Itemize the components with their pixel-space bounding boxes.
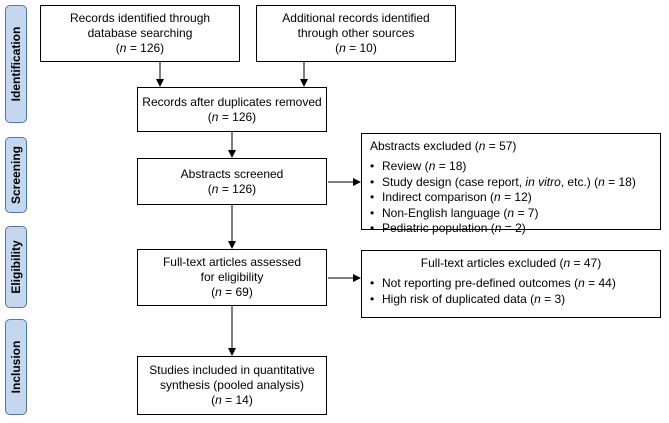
phase-screening: Screening: [5, 137, 27, 213]
box-line: Studies included in quantitative: [149, 363, 315, 377]
box-line: Records after duplicates removed: [142, 94, 322, 109]
excluded-title: Full-text articles excluded (n = 47): [420, 256, 602, 270]
exclusion-reason: Pediatric population (n = 2): [370, 221, 652, 237]
fulltext-excluded-box: Full-text articles excluded (n = 47) Not…: [361, 250, 661, 318]
phase-identification: Identification: [5, 5, 27, 123]
abstracts-excluded-box: Abstracts excluded (n = 57) Review (n = …: [361, 133, 661, 235]
exclusion-list: Not reporting pre-defined outcomes (n = …: [370, 276, 652, 307]
exclusion-reason: Non-English language (n = 7): [370, 206, 652, 222]
records-after-duplicates-box: Records after duplicates removed (n = 12…: [137, 87, 327, 132]
box-count: (n = 126): [115, 41, 165, 55]
box-line: Records identified through: [69, 11, 211, 25]
box-line: through other sources: [297, 26, 415, 40]
excluded-title: Abstracts excluded (n = 57): [370, 139, 517, 153]
exclusion-reason: Not reporting pre-defined outcomes (n = …: [370, 276, 652, 292]
fulltext-assessed-box: Full-text articles assessed for eligibil…: [137, 249, 327, 306]
box-count: (n = 126): [207, 109, 257, 124]
phase-inclusion: Inclusion: [5, 319, 27, 415]
abstracts-screened-box: Abstracts screened (n = 126): [137, 158, 327, 205]
exclusion-reason: Indirect comparison (n = 12): [370, 190, 652, 206]
records-database-box: Records identified through database sear…: [40, 5, 240, 62]
studies-included-box: Studies included in quantitative synthes…: [137, 356, 327, 415]
box-line: database searching: [87, 26, 193, 40]
exclusion-list: Review (n = 18) Study design (case repor…: [370, 159, 652, 237]
box-line: Full-text articles assessed: [162, 255, 302, 269]
box-count: (n = 69): [211, 285, 253, 299]
box-count: (n = 126): [207, 181, 257, 196]
box-line: synthesis (pooled analysis): [159, 378, 305, 392]
exclusion-reason: High risk of duplicated data (n = 3): [370, 292, 652, 308]
phase-eligibility: Eligibility: [5, 226, 27, 308]
records-other-sources-box: Additional records identified through ot…: [256, 5, 456, 62]
exclusion-reason: Review (n = 18): [370, 159, 652, 175]
box-line: Additional records identified: [282, 11, 430, 25]
box-line: for eligibility: [200, 270, 264, 284]
exclusion-reason: Study design (case report, in vitro, etc…: [370, 175, 652, 191]
box-line: Abstracts screened: [180, 166, 284, 181]
box-count: (n = 10): [335, 41, 377, 55]
box-count: (n = 14): [211, 393, 253, 407]
